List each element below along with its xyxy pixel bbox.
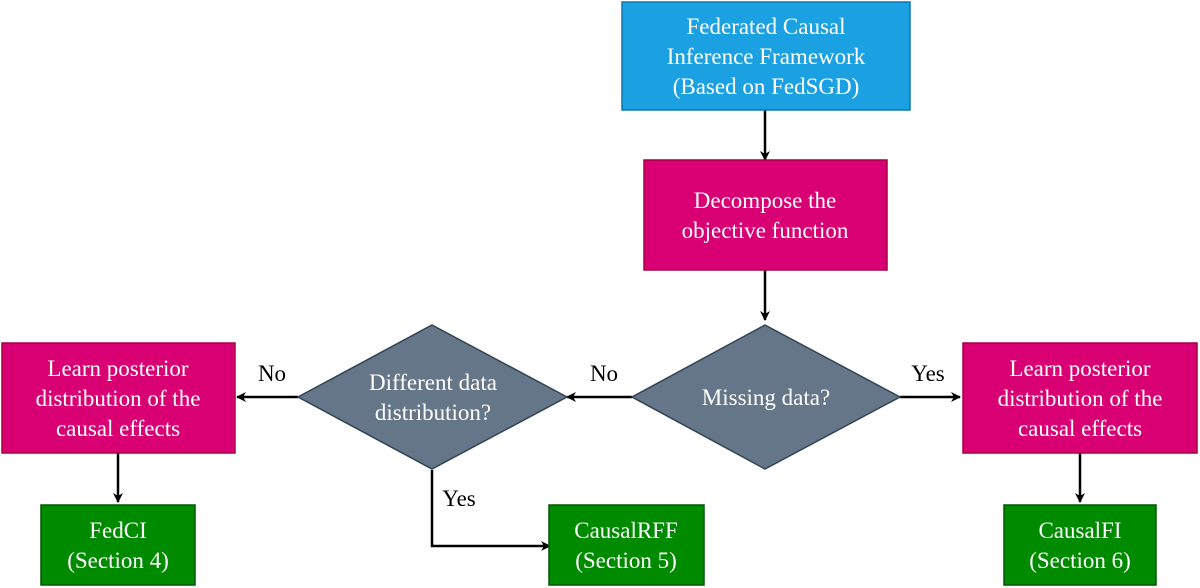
- node-framework-label-line-3: (Based on FedSGD): [673, 74, 860, 99]
- node-different-distribution-decision: Different data distribution?: [296, 324, 569, 470]
- node-fedci: FedCI (Section 4): [40, 504, 196, 586]
- edge-label-missing-yes: Yes: [911, 361, 945, 386]
- edge-label-different-no: No: [258, 361, 286, 386]
- node-framework-label-line-2: Inference Framework: [667, 44, 866, 69]
- node-learn-right-label: Learn posterior distribution of the causal…: [998, 356, 1163, 441]
- node-causalrff-label-line-2: (Section 5): [575, 548, 677, 573]
- node-fedci-label-line-2: (Section 4): [67, 548, 169, 573]
- node-causalfi-label-line-2: (Section 6): [1029, 548, 1131, 573]
- node-different-label-line-1: Different data: [369, 370, 497, 395]
- node-different-label-line-2: distribution?: [375, 400, 491, 425]
- node-decompose: Decompose the objective function: [643, 159, 888, 271]
- edge-different-yes-to-causalrff: [430, 470, 551, 551]
- node-decompose-label-line-1: Decompose the: [694, 188, 836, 213]
- node-decompose-label-line-2: objective function: [682, 218, 849, 243]
- node-learn-left-label-line-1: Learn posterior: [47, 356, 188, 381]
- node-framework-box: [621, 1, 911, 111]
- node-causalfi-label-line-1: CausalFI: [1038, 518, 1121, 543]
- node-causalfi: CausalFI (Section 6): [1003, 504, 1157, 586]
- node-causalrff-box: [548, 504, 705, 586]
- node-missing-box: [630, 324, 902, 470]
- node-framework-label-line-1: Federated Causal: [686, 14, 845, 39]
- node-causalrff: CausalRFF (Section 5): [548, 504, 705, 586]
- edges: [113, 110, 1085, 551]
- edge-label-missing-no: No: [590, 361, 618, 386]
- node-learn-left-label-line-2: distribution of the: [36, 386, 201, 411]
- node-fedci-label: FedCI (Section 4): [67, 518, 169, 573]
- node-causalfi-box: [1003, 504, 1157, 586]
- node-causalrff-label-line-1: CausalRFF: [574, 518, 678, 543]
- node-missing-label: Missing data?: [702, 385, 830, 410]
- node-learn-right-label-line-1: Learn posterior: [1009, 356, 1150, 381]
- node-fedci-box: [40, 504, 196, 586]
- edge-label-different-yes: Yes: [442, 486, 476, 511]
- node-missing-label-line-1: Missing data?: [702, 385, 830, 410]
- node-learn-right-label-line-2: distribution of the: [998, 386, 1163, 411]
- node-causalfi-label: CausalFI (Section 6): [1029, 518, 1131, 573]
- node-learn-left-label-line-3: causal effects: [56, 416, 180, 441]
- node-learn-left: Learn posterior distribution of the causal…: [1, 342, 236, 454]
- node-different-box: [296, 324, 569, 470]
- node-decompose-box: [643, 159, 888, 271]
- node-different-label: Different data distribution?: [369, 370, 497, 425]
- node-learn-right: Learn posterior distribution of the causal…: [962, 342, 1198, 454]
- node-learn-right-label-line-3: causal effects: [1018, 416, 1142, 441]
- node-learn-left-box: [1, 342, 236, 454]
- node-learn-left-label: Learn posterior distribution of the causal…: [36, 356, 201, 441]
- node-missing-data-decision: Missing data?: [630, 324, 902, 470]
- node-causalrff-label: CausalRFF (Section 5): [574, 518, 678, 573]
- node-decompose-label: Decompose the objective function: [682, 188, 849, 243]
- node-fedci-label-line-1: FedCI: [89, 518, 147, 543]
- node-learn-right-box: [962, 342, 1198, 454]
